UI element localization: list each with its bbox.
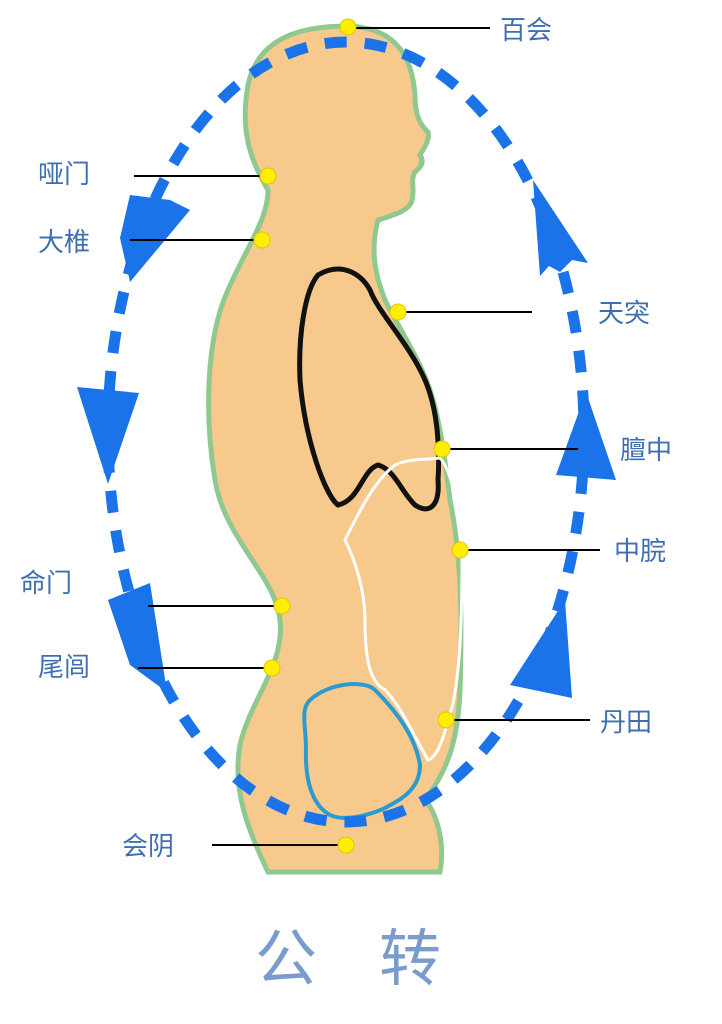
point-huiyin	[337, 836, 355, 854]
label-dantian: 丹田	[600, 708, 652, 738]
point-danzhong	[433, 440, 451, 458]
arrow-up-right-lower	[510, 600, 572, 698]
acupoint-dots	[253, 18, 469, 854]
label-zhongwan: 中脘	[614, 537, 666, 567]
point-tiantu	[389, 303, 407, 321]
label-baihui: 百会	[500, 16, 552, 46]
lung-outline	[297, 266, 442, 512]
leader-lines	[130, 27, 600, 846]
arrow-down-left-upper	[120, 195, 190, 282]
label-dazhui: 大椎	[38, 228, 90, 258]
stomach-outline	[343, 456, 464, 762]
diagram-title: 公 转	[255, 922, 441, 995]
label-yamen: 哑门	[38, 160, 90, 190]
point-dazhui	[253, 231, 271, 249]
arrow-down-left-lower	[108, 583, 167, 692]
body-silhouette	[206, 23, 464, 875]
label-mingmen: 命门	[20, 569, 72, 599]
point-weilv	[263, 659, 281, 677]
label-weilv: 尾闾	[38, 653, 90, 683]
label-danzhong: 膻中	[620, 436, 672, 466]
point-dantian	[437, 711, 455, 729]
arrow-up-right-middle	[556, 392, 616, 480]
arrow-down-left-middle	[77, 387, 139, 484]
label-huiyin: 会阴	[122, 832, 174, 862]
point-baihui	[339, 18, 357, 36]
label-tiantu: 天突	[598, 299, 650, 329]
point-yamen	[259, 167, 277, 185]
point-zhongwan	[451, 541, 469, 559]
acupoint-labels: 百会 哑门 大椎 天突 膻中 中脘 命门 尾闾 丹田 会阴	[20, 16, 672, 862]
point-mingmen	[273, 597, 291, 615]
orbit-arrows	[77, 180, 616, 698]
intestine-outline	[302, 682, 423, 820]
arrow-up-right	[533, 180, 588, 276]
